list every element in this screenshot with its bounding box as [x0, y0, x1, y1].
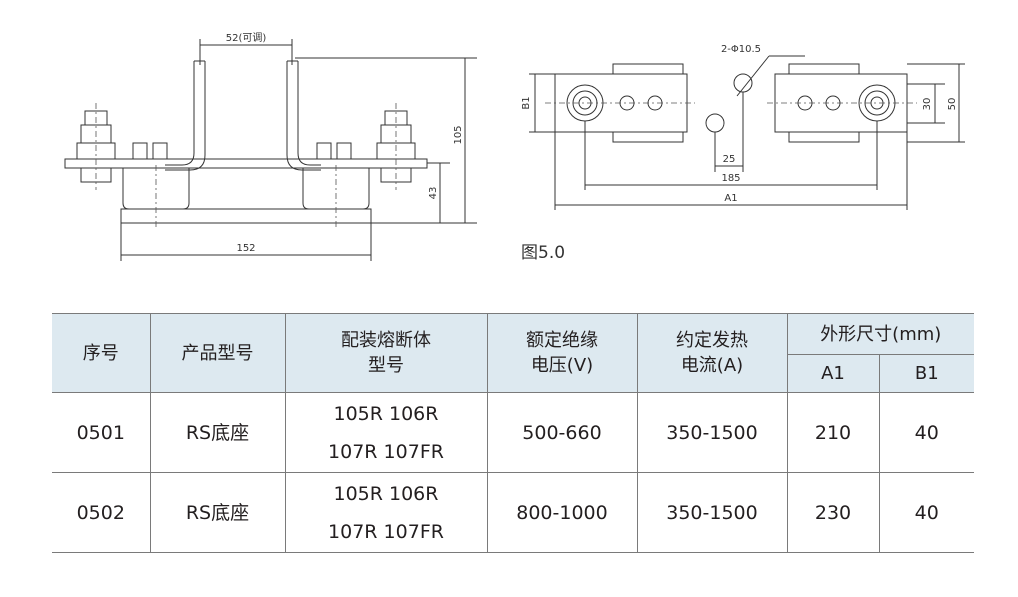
- dim-width-label: 152: [236, 243, 255, 254]
- dim-top-label: 52(可调): [226, 32, 267, 44]
- cell-fuse: 105R 106R 107R 107FR: [284, 392, 487, 473]
- cell-fuse-line2: 107R 107FR: [328, 520, 444, 543]
- cell-b1: 40: [878, 472, 974, 553]
- top-view-drawing: 2-Φ10.5 B1 30 50 25 185 A1: [521, 44, 965, 210]
- cell-model: RS底座: [149, 392, 285, 473]
- header-seq: 序号: [52, 313, 150, 393]
- dim-50-label: 50: [947, 98, 958, 111]
- cell-fuse-line1: 105R 106R: [333, 482, 439, 505]
- header-fuse: 配装熔断体 型号: [284, 313, 487, 393]
- cell-fuse: 105R 106R 107R 107FR: [284, 472, 487, 553]
- header-current-line1: 约定发热: [676, 330, 748, 351]
- header-model: 产品型号: [149, 313, 285, 393]
- spec-table: 序号 产品型号 配装熔断体 型号 额定绝缘 电压(V) 约定发热 电流(A) 外…: [52, 313, 974, 553]
- cell-a1: 230: [786, 472, 879, 553]
- cell-a1: 210: [786, 392, 879, 473]
- header-current: 约定发热 电流(A): [636, 313, 787, 393]
- cell-b1: 40: [878, 392, 974, 473]
- header-fuse-line2: 型号: [368, 355, 404, 376]
- cell-voltage: 500-660: [486, 392, 637, 473]
- cell-voltage: 800-1000: [486, 472, 637, 553]
- header-voltage-line1: 额定绝缘: [526, 330, 598, 351]
- dim-25-label: 25: [723, 154, 736, 165]
- header-voltage: 额定绝缘 电压(V): [486, 313, 637, 393]
- dim-b1-label: B1: [521, 96, 532, 109]
- table-row: 0502 RS底座 105R 106R 107R 107FR 800-1000 …: [52, 472, 974, 553]
- cell-fuse-line1: 105R 106R: [333, 402, 439, 425]
- dim-a1-label: A1: [724, 193, 737, 204]
- side-view-drawing: 52(可调) 105 43 152: [64, 32, 477, 261]
- dim-30-label: 30: [922, 98, 933, 111]
- cell-seq: 0502: [52, 472, 150, 553]
- dim-holes-label: 2-Φ10.5: [721, 44, 761, 55]
- header-a1: A1: [786, 354, 879, 393]
- header-fuse-line1: 配装熔断体: [341, 330, 431, 351]
- header-current-line2: 电流(A): [680, 355, 744, 376]
- dim-total-height-label: 105: [453, 125, 464, 144]
- table-row: 0501 RS底座 105R 106R 107R 107FR 500-660 3…: [52, 392, 974, 473]
- figure-caption: 图5.0: [521, 243, 566, 263]
- cell-seq: 0501: [52, 392, 150, 473]
- header-b1: B1: [878, 354, 974, 393]
- dim-185-label: 185: [721, 173, 740, 184]
- cell-fuse-line2: 107R 107FR: [328, 440, 444, 463]
- cell-current: 350-1500: [636, 472, 787, 553]
- header-voltage-line2: 电压(V): [530, 355, 594, 376]
- cell-current: 350-1500: [636, 392, 787, 473]
- dim-base-height-label: 43: [428, 187, 439, 200]
- header-dims: 外形尺寸(mm): [786, 313, 974, 355]
- table-subheader-row: A1 B1: [52, 354, 974, 393]
- cell-model: RS底座: [149, 472, 285, 553]
- table-header-row: 序号 产品型号 配装熔断体 型号 额定绝缘 电压(V) 约定发热 电流(A) 外…: [52, 313, 974, 393]
